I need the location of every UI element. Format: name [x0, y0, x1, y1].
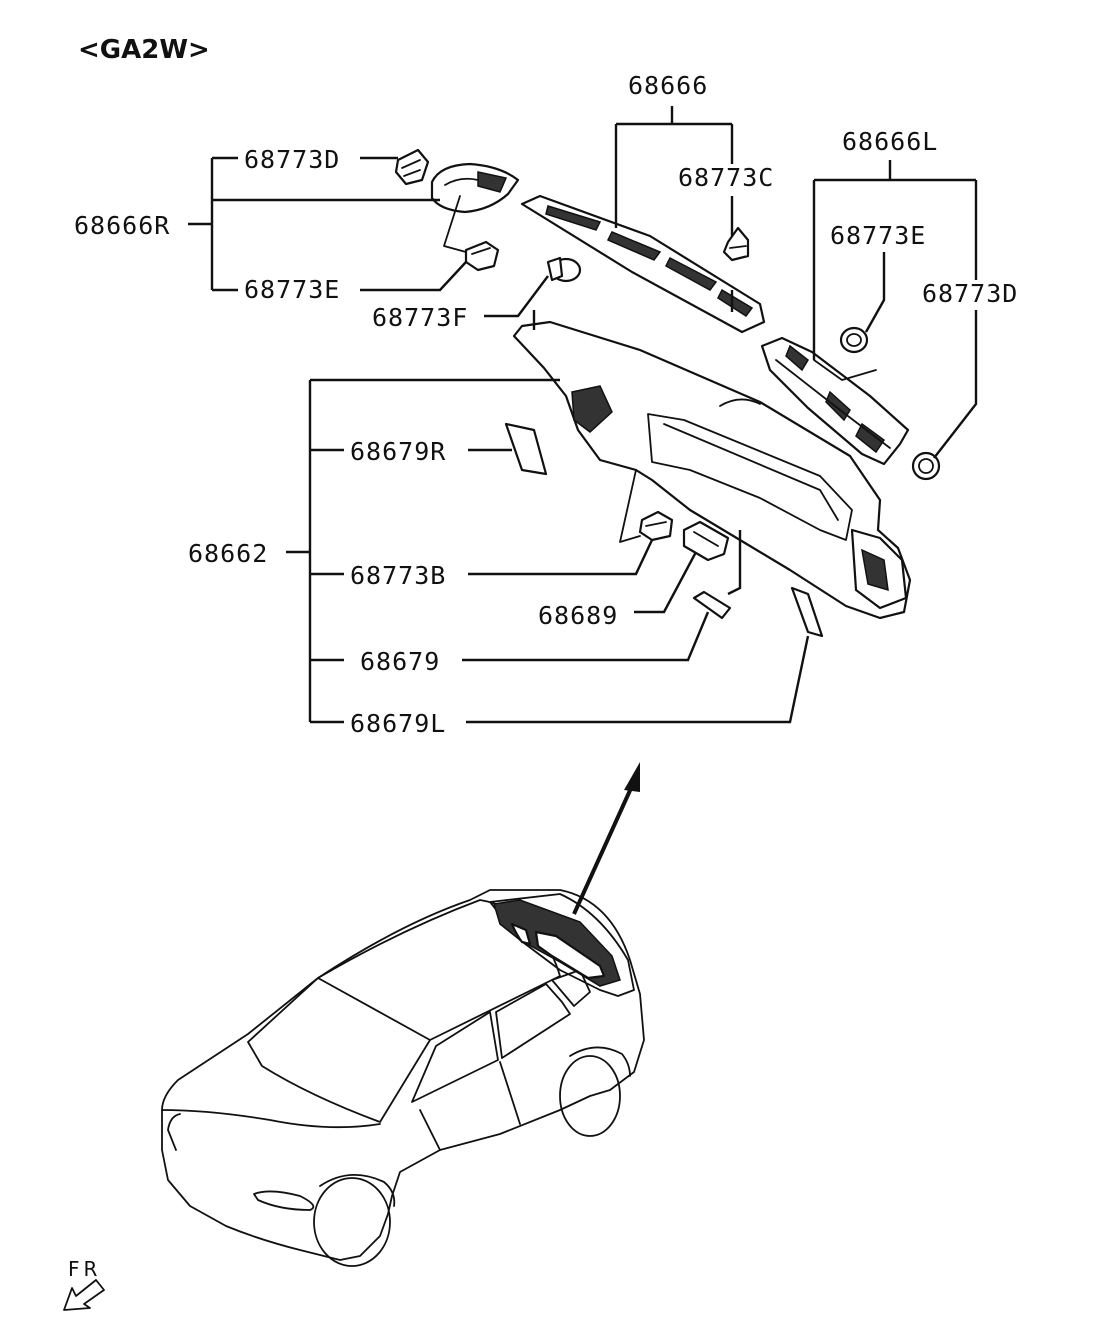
clip-68773e-left [464, 240, 500, 272]
label-68689: 68689 [538, 601, 618, 630]
leader-lines [188, 106, 978, 724]
upper-trim-right-part [430, 162, 520, 214]
fr-label: FR [68, 1257, 101, 1281]
clip-68773d-left [394, 148, 430, 186]
cover-68679r-part [504, 422, 548, 476]
clip-68773d-right [911, 451, 941, 481]
label-68773e-left: 68773E [244, 275, 340, 304]
label-68773f: 68773F [372, 303, 468, 332]
lamp-68689-part [682, 520, 730, 562]
label-68679l: 68679L [350, 709, 446, 738]
label-68773b: 68773B [350, 561, 446, 590]
vehicle-outline [161, 889, 645, 1267]
front-arrow-icon [63, 1279, 105, 1311]
location-arrow [572, 762, 640, 915]
label-68773e-right: 68773E [830, 221, 926, 250]
clip-68773b [638, 510, 674, 542]
tailgate-lower-trim-part [512, 320, 912, 620]
label-68679: 68679 [360, 647, 440, 676]
label-68773d-right: 68773D [922, 279, 1018, 308]
front-direction-indicator: FR [63, 1257, 105, 1311]
label-68666l: 68666L [842, 127, 938, 156]
label-68679r: 68679R [350, 437, 446, 466]
clip-68773c [722, 226, 750, 262]
cover-68679-part [692, 590, 732, 620]
clip-68773e-right [839, 326, 869, 354]
upper-trim-center-part [520, 194, 766, 334]
label-68662: 68662 [188, 539, 268, 568]
label-68773d-left: 68773D [244, 145, 340, 174]
label-68666: 68666 [628, 71, 708, 100]
clip-68773f [546, 256, 582, 283]
model-code-title: <GA2W> [78, 35, 210, 65]
label-68773c: 68773C [678, 163, 774, 192]
cover-68679l-part [790, 586, 824, 638]
upper-trim-left-part [760, 336, 910, 466]
label-68666r: 68666R [74, 211, 170, 240]
